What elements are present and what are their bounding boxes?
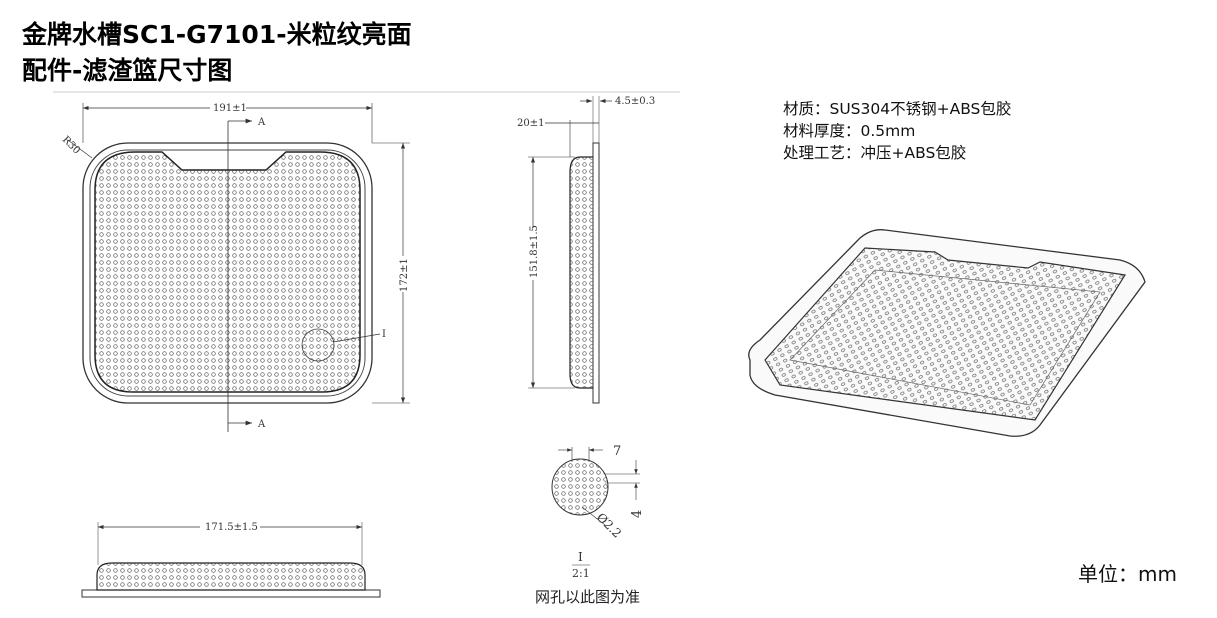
hole-pitch-dimension: 7 — [613, 444, 621, 459]
spec-process: 处理工艺：冲压+ABS包胶 — [783, 144, 967, 162]
front-view — [81, 522, 381, 598]
hole-row-dimension: 4 — [630, 510, 645, 518]
title-line-2: 配件-滤渣篮尺寸图 — [22, 56, 233, 85]
width-dimension: 191±1 — [213, 103, 247, 114]
hole-detail — [551, 447, 640, 566]
depth-dimension: 20±1 — [517, 118, 544, 129]
hole-diameter-dimension: Ø2.2 — [594, 510, 624, 540]
flange-dimension: 4.5±0.3 — [615, 96, 655, 107]
radius-dimension: R30 — [60, 134, 82, 156]
side-view — [528, 96, 612, 404]
spec-material: 材质：SUS304不锈钢+ABS包胶 — [783, 100, 1012, 118]
bottom-length-dimension: 171.5±1.5 — [205, 522, 258, 533]
detail-note: 网孔以此图为准 — [535, 588, 640, 606]
side-length-dimension: 151.8±1.5 — [529, 225, 540, 278]
section-label-bottom: A — [257, 419, 266, 430]
title-line-1: 金牌水槽SC1-G7101-米粒纹亮面 — [22, 20, 412, 49]
detail-label: I — [578, 550, 583, 564]
unit-label: 单位：mm — [1078, 562, 1177, 586]
top-view — [67, 103, 410, 432]
section-label-top: A — [257, 117, 266, 128]
detail-marker: I — [382, 329, 386, 340]
detail-scale: 2:1 — [572, 567, 590, 580]
spec-thickness: 材料厚度：0.5mm — [783, 122, 916, 140]
height-dimension: 172±1 — [399, 258, 410, 292]
isometric-view — [748, 229, 1146, 437]
